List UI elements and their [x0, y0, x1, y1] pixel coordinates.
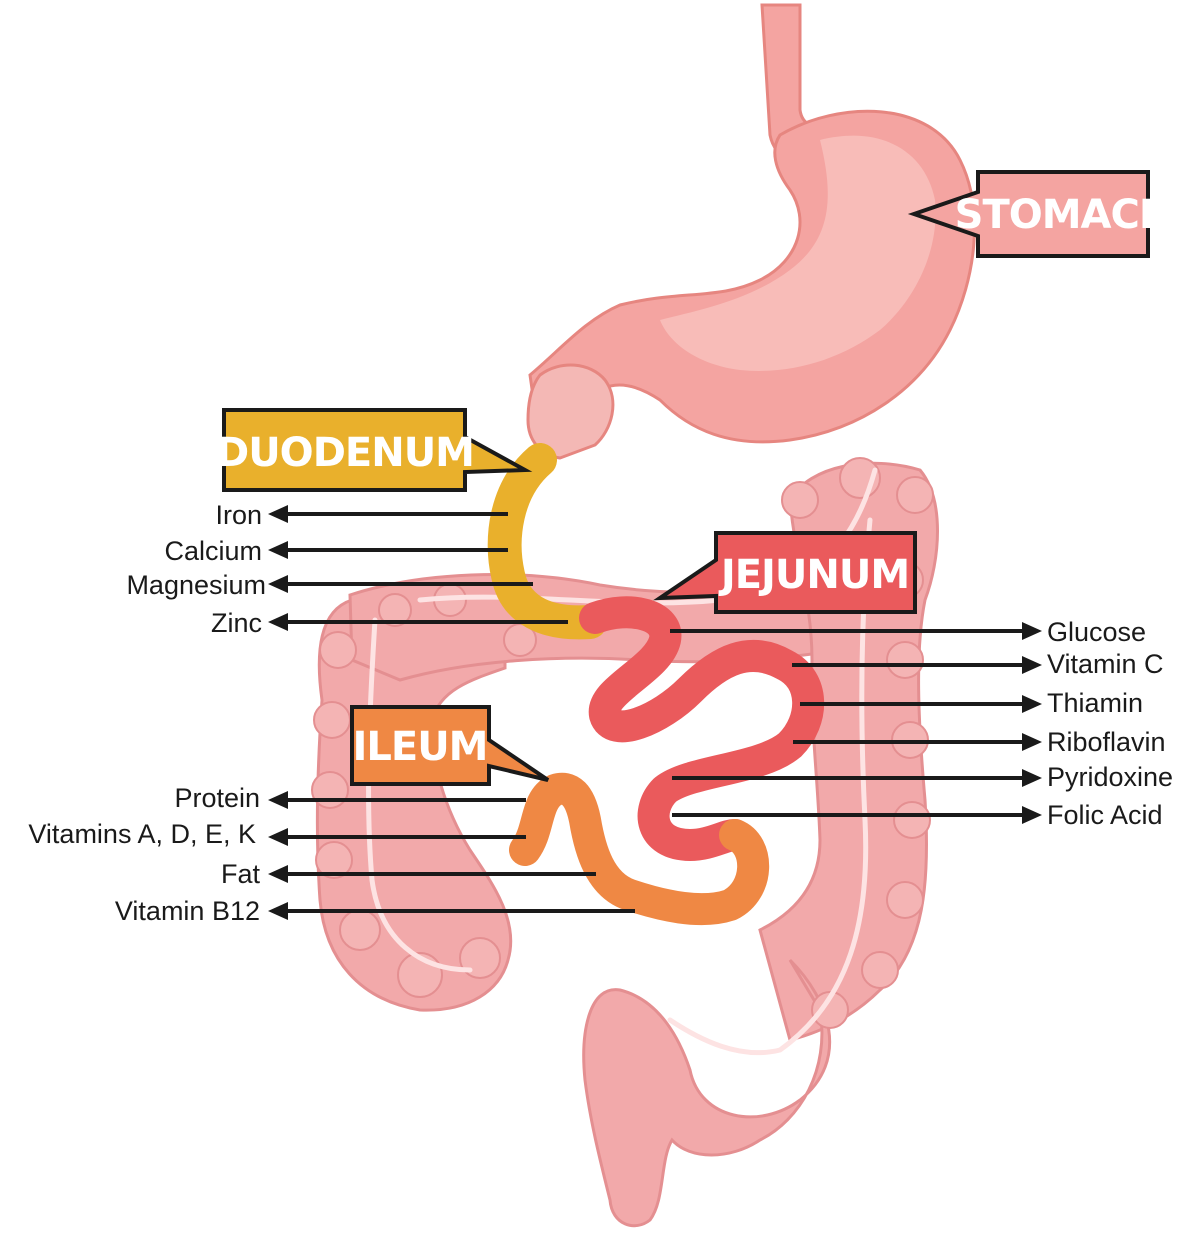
nutrient-vitamin-c: Vitamin C: [792, 649, 1164, 679]
stomach-label: STOMACH: [955, 192, 1172, 238]
nutrient-label: Pyridoxine: [1047, 762, 1173, 792]
nutrient-calcium: Calcium: [164, 536, 508, 566]
nutrient-thiamin: Thiamin: [800, 688, 1143, 718]
nutrient-folic-acid: Folic Acid: [672, 800, 1163, 830]
nutrient-zinc: Zinc: [211, 608, 568, 638]
stomach-callout: STOMACH: [907, 170, 1172, 258]
nutrient-label: Protein: [174, 783, 260, 813]
duodenum-callout: DUODENUM: [216, 408, 533, 492]
nutrient-iron: Iron: [215, 500, 508, 530]
nutrient-label: Riboflavin: [1047, 727, 1166, 757]
ileum-tube: [509, 772, 770, 926]
nutrient-vitamin-b12: Vitamin B12: [115, 896, 635, 926]
nutrient-label: Vitamin C: [1047, 649, 1164, 679]
nutrient-label: Zinc: [211, 608, 262, 638]
duodenum-tube: [487, 443, 607, 640]
jejunum-nutrients: Glucose Vitamin C Thiamin Riboflavin Pyr…: [670, 617, 1173, 830]
ileum-nutrients: Protein Vitamins A, D, E, K Fat Vitamin …: [28, 783, 635, 926]
nutrient-glucose: Glucose: [670, 617, 1146, 647]
jejunum-tube: [579, 596, 825, 861]
ileum-callout: ILEUM: [350, 705, 550, 786]
nutrient-pyridoxine: Pyridoxine: [672, 762, 1173, 792]
nutrient-magnesium: Magnesium: [126, 570, 533, 600]
jejunum-label: JEJUNUM: [718, 552, 909, 598]
nutrient-label: Folic Acid: [1047, 800, 1163, 830]
nutrient-vitamins-adek: Vitamins A, D, E, K: [28, 819, 526, 849]
nutrient-fat: Fat: [221, 859, 596, 889]
pylorus: [526, 363, 615, 460]
nutrient-protein: Protein: [174, 783, 526, 813]
nutrient-label: Thiamin: [1047, 688, 1143, 718]
duodenum-nutrients: Iron Calcium Magnesium Zinc: [126, 500, 568, 638]
nutrient-label: Vitamin B12: [115, 896, 260, 926]
nutrient-riboflavin: Riboflavin: [793, 727, 1166, 757]
duodenum-label: DUODENUM: [216, 430, 474, 476]
small-intestine: [487, 443, 825, 926]
nutrient-label: Fat: [221, 859, 261, 889]
nutrient-label: Calcium: [164, 536, 262, 566]
stomach-group: [526, 3, 976, 460]
nutrient-label: Vitamins A, D, E, K: [28, 819, 256, 849]
stomach-highlight: [660, 135, 936, 371]
ileum-label: ILEUM: [353, 724, 488, 770]
jejunum-callout: JEJUNUM: [653, 531, 917, 614]
sigmoid-colon: [582, 958, 832, 1228]
nutrient-label: Glucose: [1047, 617, 1146, 647]
nutrient-label: Iron: [215, 500, 262, 530]
nutrient-label: Magnesium: [126, 570, 266, 600]
